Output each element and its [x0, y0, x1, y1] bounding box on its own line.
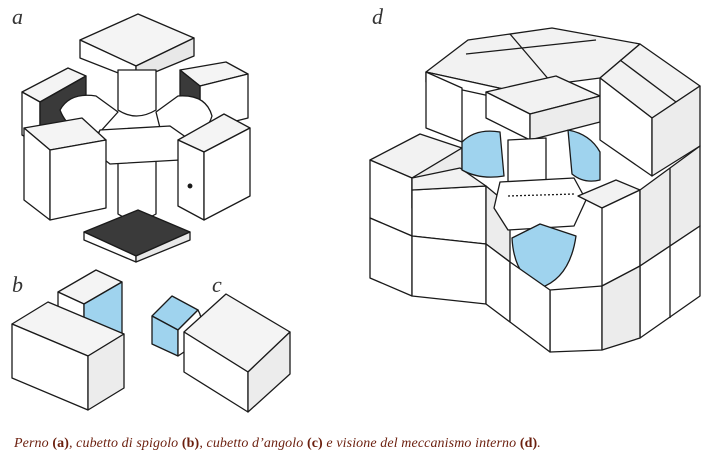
cube-right-upper-block [599, 77, 701, 177]
caption-part: (b) [181, 436, 200, 451]
panel-label-a: a [12, 4, 23, 29]
caption-part: Perno [14, 436, 53, 451]
core-axle-vertical [117, 69, 157, 221]
edge-piece [11, 269, 125, 411]
panel-label-b: b [12, 272, 23, 297]
core-cap-bottom [83, 209, 191, 263]
core-cap-front-left [23, 117, 107, 221]
caption-part: . [537, 436, 541, 451]
edge-piece-cube [11, 301, 125, 411]
core-mechanism [21, 13, 251, 263]
cube-left-face [369, 71, 511, 323]
core-cap-front-right [177, 113, 251, 221]
panel-label-d: d [372, 4, 383, 29]
caption-part: , cubetto d’angolo [199, 436, 307, 451]
caption-part: (a) [52, 436, 69, 451]
figure-caption: Perno (a), cubetto di spigolo (b), cubet… [14, 436, 704, 452]
cube-inner-mechanism [461, 129, 601, 289]
cube-top-face [425, 27, 701, 119]
caption-part: , cubetto di spigolo [68, 436, 182, 451]
cube-right-face [509, 145, 701, 353]
caption-part: (d) [519, 436, 538, 451]
caption-part: e visione del meccanismo interno [322, 436, 520, 451]
corner-piece [151, 293, 291, 413]
corner-piece-cube [183, 293, 291, 413]
cube-cutaway [369, 27, 701, 353]
caption-part: (c) [306, 436, 323, 451]
panel-label-c: c [212, 272, 222, 297]
